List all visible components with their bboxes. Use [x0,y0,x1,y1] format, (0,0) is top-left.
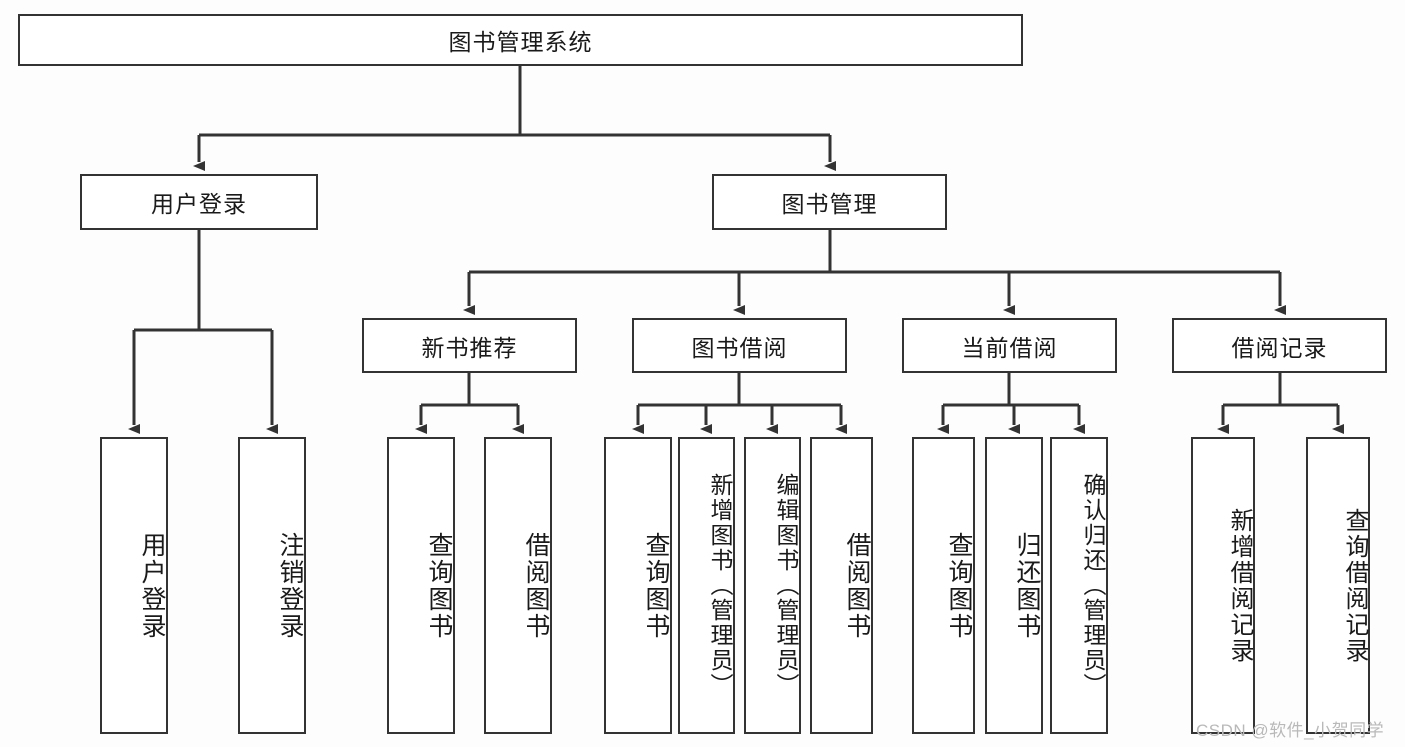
node-leaf-borrow-book-1-label: 借阅图书 [522,531,550,640]
node-leaf-edit-book-label: 编辑图书（管理员） [773,473,799,698]
node-leaf-query-book-3-label: 查询图书 [945,531,973,640]
node-leaf-query-record[interactable]: 查询借阅记录 [1306,437,1370,734]
node-book-borrow[interactable]: 图书借阅 [632,318,847,373]
node-new-book-rec-label: 新书推荐 [421,334,518,361]
node-leaf-query-record-label: 查询借阅记录 [1341,507,1368,664]
node-root[interactable]: 图书管理系统 [18,14,1023,66]
node-leaf-confirm-return-label: 确认归还（管理员） [1080,473,1106,698]
node-leaf-query-book-2[interactable]: 查询图书 [604,437,672,734]
watermark-text: CSDN @软件_小贺同学 [1196,721,1385,740]
node-leaf-add-book-label: 新增图书（管理员） [707,473,733,698]
node-leaf-add-book[interactable]: 新增图书（管理员） [678,437,735,734]
node-book-borrow-label: 图书借阅 [691,334,788,361]
node-leaf-query-book-2-label: 查询图书 [642,531,670,640]
node-current-borrow-label: 当前借阅 [961,334,1058,361]
node-book-manage[interactable]: 图书管理 [712,174,947,230]
node-leaf-add-record[interactable]: 新增借阅记录 [1191,437,1255,734]
node-leaf-borrow-book-2-label: 借阅图书 [843,531,871,640]
node-leaf-borrow-book-2[interactable]: 借阅图书 [810,437,873,734]
node-leaf-user-login[interactable]: 用户登录 [100,437,168,734]
node-leaf-borrow-book-1[interactable]: 借阅图书 [484,437,552,734]
node-leaf-add-record-label: 新增借阅记录 [1226,507,1253,664]
node-leaf-query-book-1[interactable]: 查询图书 [387,437,455,734]
node-new-book-rec[interactable]: 新书推荐 [362,318,577,373]
node-user-login[interactable]: 用户登录 [80,174,318,230]
node-root-label: 图书管理系统 [448,29,593,55]
node-current-borrow[interactable]: 当前借阅 [902,318,1117,373]
node-leaf-user-logout[interactable]: 注销登录 [238,437,306,734]
node-borrow-record-label: 借阅记录 [1231,334,1328,361]
node-leaf-query-book-1-label: 查询图书 [425,531,453,640]
node-leaf-user-logout-label: 注销登录 [276,531,304,640]
node-book-manage-label: 图书管理 [781,191,878,217]
node-leaf-confirm-return[interactable]: 确认归还（管理员） [1050,437,1108,734]
node-borrow-record[interactable]: 借阅记录 [1172,318,1387,373]
node-leaf-return-book-label: 归还图书 [1013,531,1041,640]
node-leaf-return-book[interactable]: 归还图书 [985,437,1043,734]
node-leaf-user-login-label: 用户登录 [138,531,166,640]
node-leaf-edit-book[interactable]: 编辑图书（管理员） [744,437,801,734]
node-leaf-query-book-3[interactable]: 查询图书 [912,437,975,734]
node-user-login-label: 用户登录 [151,191,247,217]
